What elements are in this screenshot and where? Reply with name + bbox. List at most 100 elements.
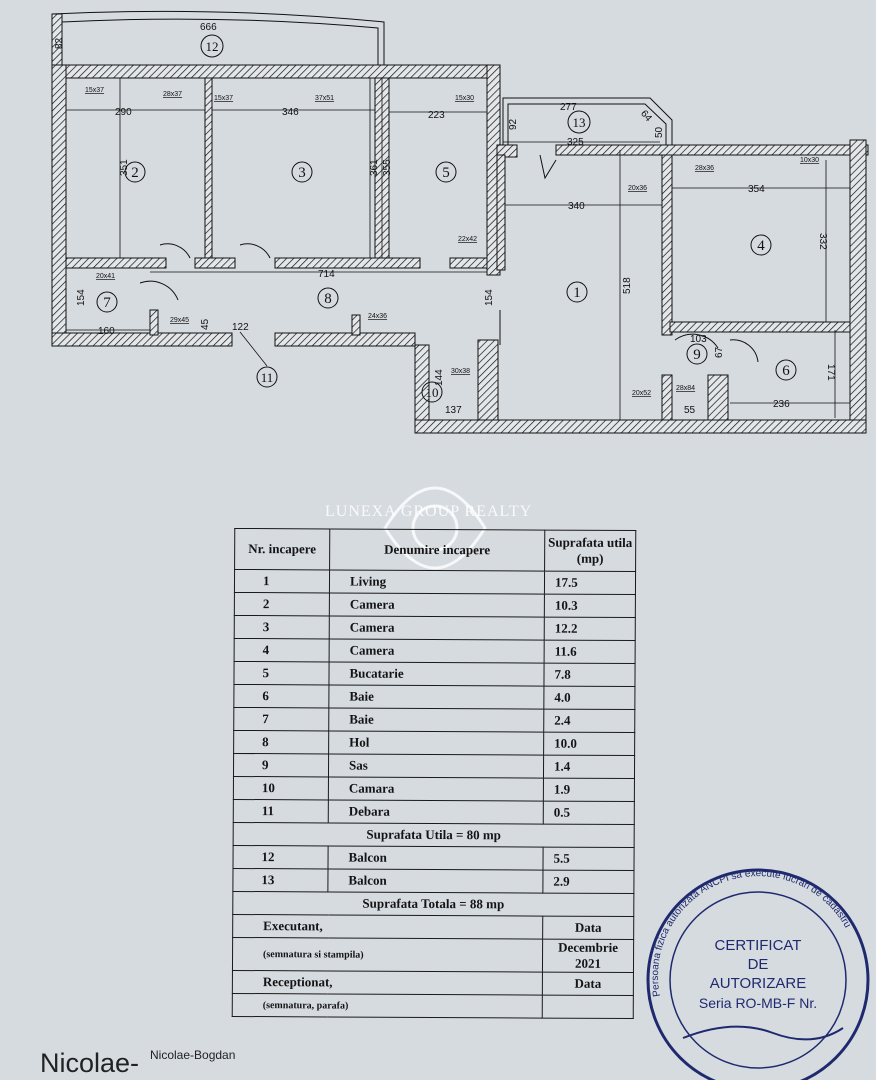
stamp-line2: DE: [748, 956, 769, 973]
cell-area: 2.9: [542, 870, 634, 894]
pillar-label: 30x38: [451, 368, 470, 375]
grand-total-row: Suprafata Totala = 88 mp: [232, 891, 634, 917]
dim-room5-height: 355: [382, 159, 393, 176]
cell-nr: 7: [233, 707, 329, 731]
room-number: 9: [693, 347, 701, 363]
room-number: 8: [324, 291, 332, 307]
dim-room7-width: 160: [98, 326, 115, 337]
header-name: Denumire incapere: [329, 528, 545, 572]
dim-room9-width: 103: [690, 334, 707, 345]
pillar-label: 24x36: [368, 313, 387, 320]
dim-room2-height: 351: [119, 159, 130, 176]
cell-nr: 3: [234, 615, 330, 639]
room-numbers: [96, 34, 797, 403]
cell-nr: 10: [233, 776, 329, 800]
dim-balcony13-inner: 325: [567, 137, 584, 148]
cell-name: Baie: [328, 684, 544, 710]
stamp-line3: AUTORIZARE: [710, 975, 806, 992]
dim-room7-height: 154: [76, 289, 87, 306]
room-number: 7: [103, 295, 111, 311]
room-number: 1: [573, 285, 581, 301]
room-number: 2: [131, 165, 139, 181]
date-label-2: Data: [542, 972, 634, 996]
pillar-label: 28x37: [163, 91, 182, 98]
dim-room5-width: 223: [428, 110, 445, 121]
dim-hall-height: 154: [484, 289, 495, 306]
stamp-line4: Seria RO-MB-F Nr.: [699, 995, 817, 1011]
pillar-label: 15x37: [214, 95, 233, 102]
cell-nr: 9: [233, 753, 329, 777]
cell-nr: 2: [234, 592, 330, 616]
dim-room10-width: 137: [445, 405, 462, 416]
watermark-text: LUNEXA GROUP REALTY: [325, 503, 533, 520]
dim-balcony12-width: 666: [200, 22, 217, 33]
empty-date-cell: [542, 995, 634, 1019]
watermark-logo: [383, 486, 487, 570]
dim-room3-height: 361: [369, 159, 380, 176]
dim-room11-height: 45: [200, 318, 211, 330]
cell-name: Living: [329, 569, 545, 595]
date-label: Data: [542, 916, 634, 940]
dim-niche-width: 55: [684, 405, 696, 416]
cell-area: 2.4: [543, 709, 635, 733]
cell-area: 11.6: [544, 640, 636, 664]
dim-room3-width: 346: [282, 107, 299, 118]
room-number: 4: [757, 238, 765, 254]
dim-room4-height: 332: [817, 233, 828, 250]
date-value: Decembrie 2021: [542, 939, 634, 973]
cell-name: Camera: [329, 615, 545, 641]
dimension-labels: 666 82 290 351 346 361 355 223 714 154 1…: [54, 22, 836, 416]
pillar-labels: 15x37 28x37 15x37 37x51 15x30 22x42 20x4…: [85, 87, 819, 397]
pillar-label: 29x45: [170, 317, 189, 324]
dim-balcony13-depth: 92: [508, 118, 519, 130]
pillar-label: 20x52: [632, 390, 651, 397]
pillar-label: 20x41: [96, 273, 115, 280]
cell-area: 12.2: [544, 617, 636, 641]
cell-name: Balcon: [327, 868, 543, 894]
useful-total-row: Suprafata Utila = 80 mp: [233, 822, 635, 848]
pillar-label: 10x30: [800, 157, 819, 164]
room-number: 6: [782, 363, 790, 379]
room-number: 12: [206, 39, 219, 54]
cell-nr: 1: [234, 569, 330, 593]
cell-area: 7.8: [543, 663, 636, 687]
stamp-line1: CERTIFICAT: [715, 937, 802, 954]
room-number: 5: [442, 165, 450, 181]
rooms-table: Nr. incapere Denumire incapere Suprafata…: [232, 528, 637, 1019]
dim-room6-width: 236: [773, 399, 790, 410]
cell-area: 1.9: [543, 778, 635, 802]
header-area: Suprafata utila (mp): [544, 530, 636, 572]
dim-living-width: 340: [568, 201, 585, 212]
cell-area: 10.3: [544, 594, 636, 618]
pillar-label: 37x51: [315, 95, 334, 102]
executant-sign: (semnatura si stampila): [232, 937, 543, 973]
header-nr: Nr. incapere: [234, 528, 330, 570]
cell-nr: 4: [234, 638, 330, 662]
cell-name: Camera: [329, 638, 545, 664]
cell-name: Baie: [328, 707, 544, 733]
dim-room2-width: 290: [115, 107, 132, 118]
cell-area: 17.5: [544, 571, 636, 595]
cell-name: Hol: [328, 730, 544, 756]
dim-balcony13-side: 50: [654, 126, 665, 138]
dimension-lines: [66, 78, 850, 420]
cell-nr: 12: [233, 845, 329, 869]
pillar-label: 15x37: [85, 87, 104, 94]
dim-hall-width: 714: [318, 269, 335, 280]
pillar-label: 28x84: [676, 385, 695, 392]
cell-area: 4.0: [543, 686, 635, 710]
floor-plan: 666 82 290 351 346 361 355 223 714 154 1…: [51, 10, 869, 434]
dim-balcony13-width: 277: [560, 102, 577, 113]
cell-name: Camera: [329, 592, 545, 618]
useful-total: Suprafata Utila = 80 mp: [233, 822, 635, 848]
room-number: 13: [573, 115, 586, 130]
dim-room10-height: 144: [434, 369, 445, 386]
